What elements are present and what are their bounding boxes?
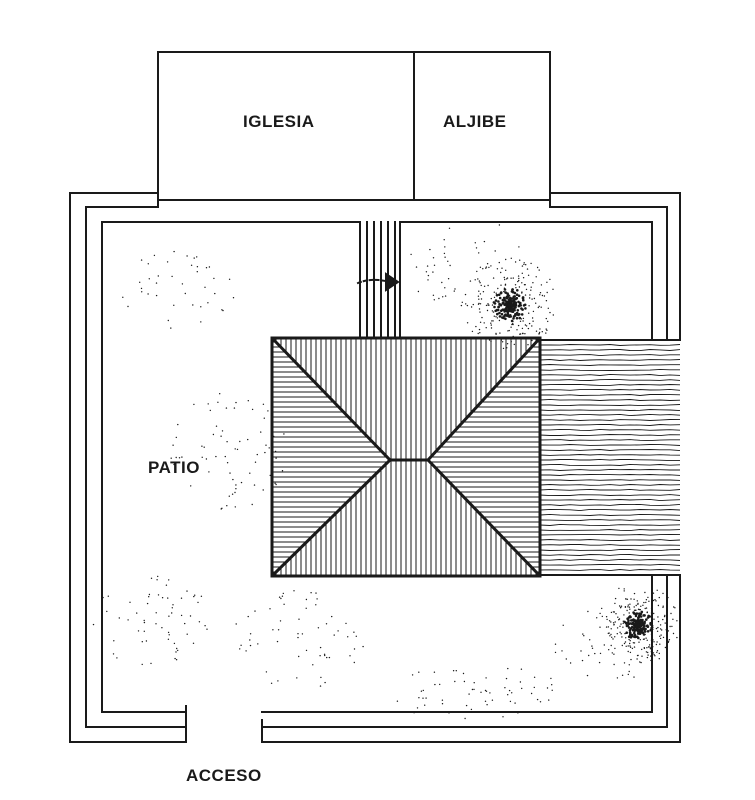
- hip-roof-building: [270, 336, 542, 578]
- ground-stipple: [92, 224, 646, 720]
- tree-icon: [461, 257, 678, 666]
- enclosure-wall: [69, 192, 681, 743]
- aljibe-room: [413, 51, 551, 201]
- patio-label: PATIO: [148, 458, 200, 477]
- annex-building: [539, 339, 681, 576]
- aljibe-label: ALJIBE: [443, 112, 507, 131]
- iglesia-label: IGLESIA: [243, 112, 315, 131]
- acceso-label: ACCESO: [186, 766, 262, 785]
- arrow-icon: [356, 272, 400, 292]
